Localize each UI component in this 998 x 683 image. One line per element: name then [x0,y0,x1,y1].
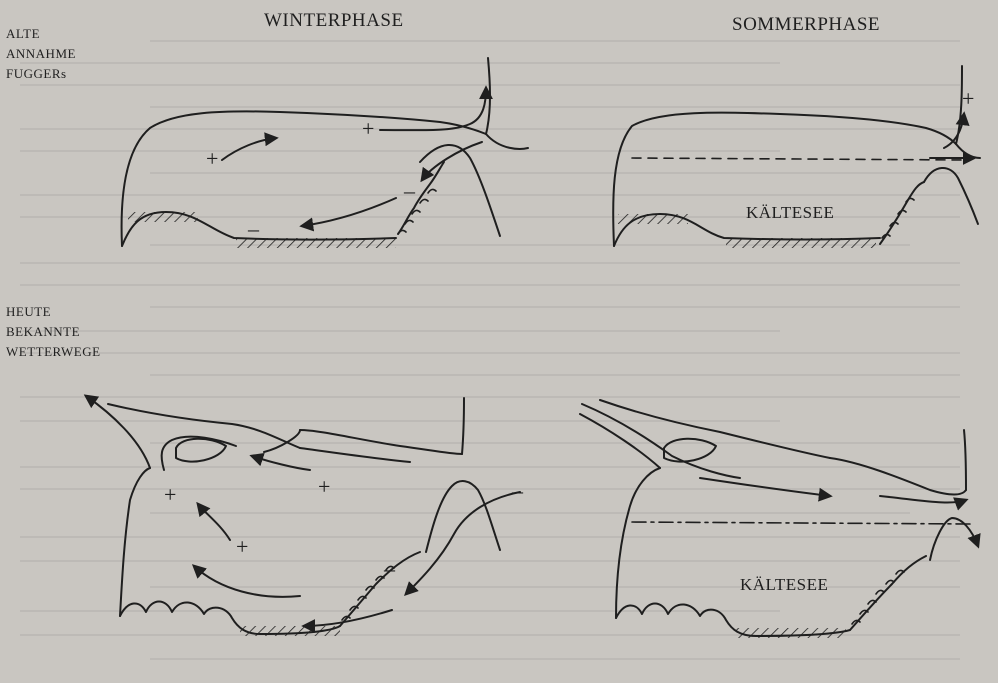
minus-sign: – [511,478,524,503]
plus-sign: + [236,534,248,559]
plus-sign: + [362,116,374,141]
minus-sign: – [403,178,416,203]
kaeltesee-label-bottom: KÄLTESEE [740,575,828,594]
plus-sign: + [962,86,974,111]
plus-sign: + [206,146,218,171]
kaeltesee-label-top: KÄLTESEE [746,203,834,222]
plus-sign: + [164,482,176,507]
plus-sign: + [318,474,330,499]
minus-sign: – [383,556,396,581]
winter-modern-cave [86,396,520,636]
summer-modern-cave [580,400,978,638]
winter-old-cave [122,58,528,248]
minus-sign: – [247,216,260,241]
